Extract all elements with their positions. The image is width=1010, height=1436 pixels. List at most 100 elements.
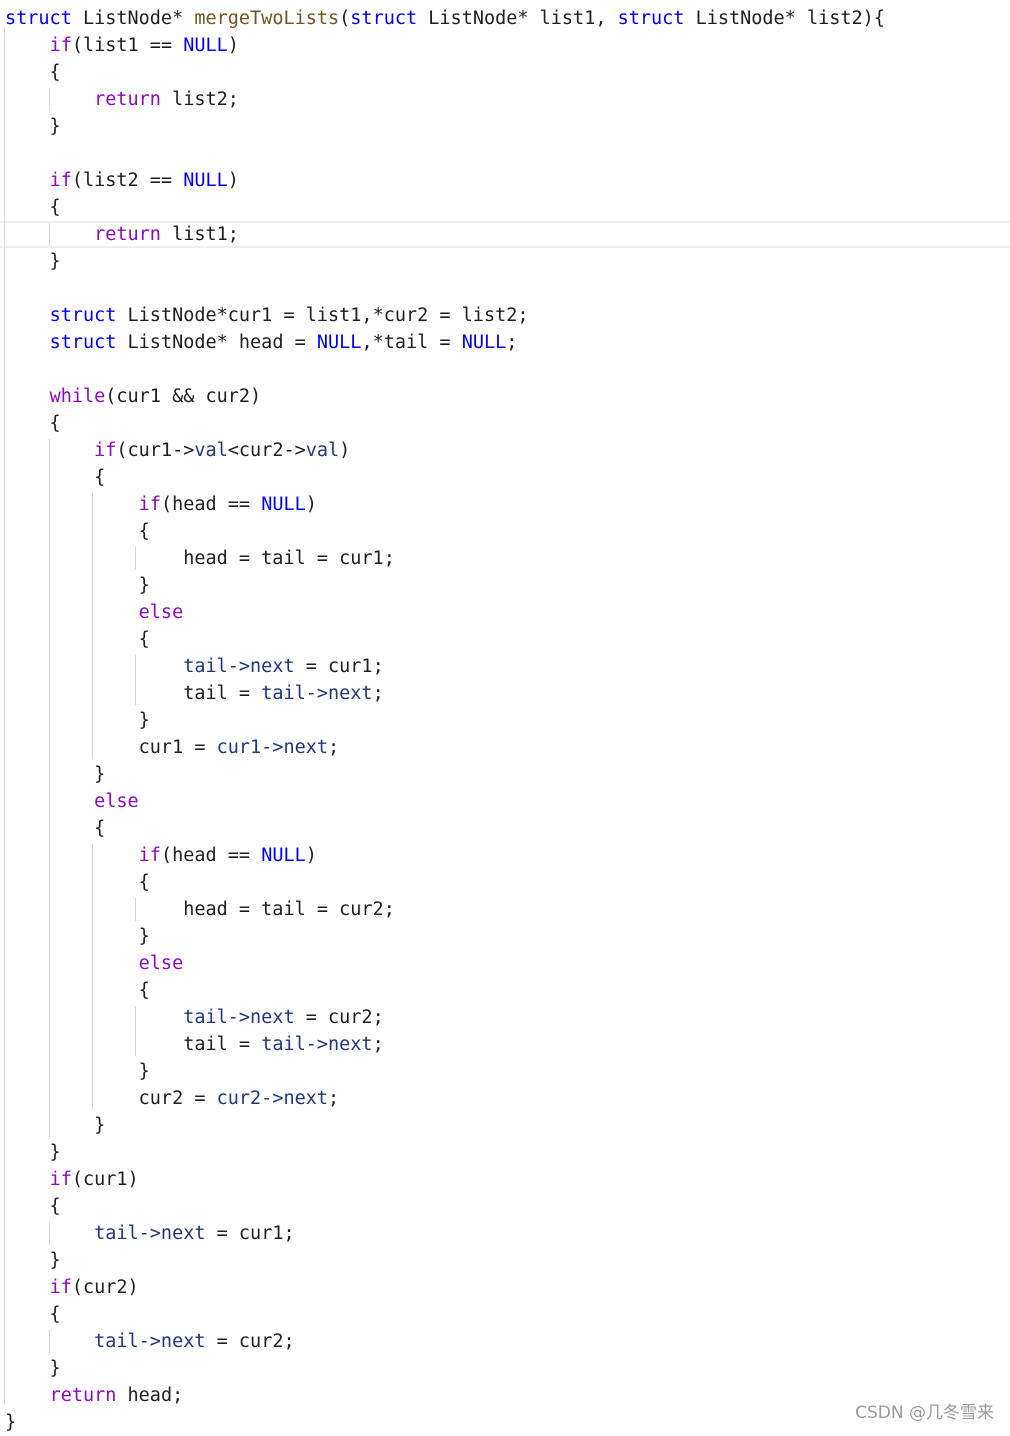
code-line[interactable]: } xyxy=(5,1139,61,1166)
code-token: ; xyxy=(328,737,340,758)
code-token xyxy=(5,845,139,866)
code-line[interactable]: if(list2 == NULL) xyxy=(5,167,239,194)
code-line[interactable]: { xyxy=(5,194,61,221)
code-token: ,*tail = xyxy=(361,332,462,353)
code-token: { xyxy=(5,872,150,893)
code-line[interactable]: else xyxy=(5,599,184,626)
code-line[interactable]: tail = tail->next; xyxy=(5,1031,384,1058)
code-line[interactable]: cur2 = cur2->next; xyxy=(5,1085,340,1112)
code-line[interactable]: { xyxy=(5,815,105,842)
code-token: list1; xyxy=(160,224,239,245)
code-token: tail->next xyxy=(183,1007,295,1028)
code-token: } xyxy=(5,710,150,731)
code-token: { xyxy=(5,467,106,488)
code-token: return xyxy=(94,224,161,245)
code-line[interactable]: return list2; xyxy=(5,86,239,113)
code-line[interactable]: } xyxy=(5,113,61,140)
code-token: NULL xyxy=(183,35,228,56)
code-line[interactable]: { xyxy=(5,59,61,86)
code-token: val xyxy=(194,440,228,461)
code-token: (cur1-> xyxy=(116,440,195,461)
code-token: = cur2; xyxy=(294,1007,384,1028)
code-line[interactable]: tail->next = cur1; xyxy=(5,653,384,680)
indent-guide xyxy=(135,547,137,570)
code-token: struct xyxy=(617,8,685,29)
code-token xyxy=(5,791,94,812)
code-token: { xyxy=(5,1196,61,1217)
code-token: cur1->next xyxy=(216,737,329,758)
code-line[interactable]: { xyxy=(5,1193,61,1220)
code-line[interactable]: } xyxy=(5,923,150,950)
code-token: tail = xyxy=(5,683,262,704)
code-line[interactable]: } xyxy=(5,761,105,788)
code-token: } xyxy=(5,926,150,947)
code-token: if xyxy=(138,494,161,515)
code-line[interactable]: if(head == NULL) xyxy=(5,842,317,869)
code-token: NULL xyxy=(183,170,228,191)
code-token: { xyxy=(5,629,150,650)
indent-guide xyxy=(49,223,51,246)
code-line[interactable]: } xyxy=(5,1247,61,1274)
csdn-watermark: CSDN @几冬雪来 xyxy=(855,1403,994,1423)
code-line[interactable]: } xyxy=(5,572,150,599)
code-line[interactable]: if(cur1) xyxy=(5,1166,139,1193)
code-line[interactable]: if(cur1->val<cur2->val) xyxy=(5,437,350,464)
code-line[interactable]: else xyxy=(5,950,184,977)
indent-guide xyxy=(49,1222,51,1245)
code-token: = cur2; xyxy=(205,1331,295,1352)
code-token: (head == xyxy=(160,845,262,866)
code-token: while xyxy=(49,386,106,407)
code-token: (cur1) xyxy=(71,1169,139,1190)
code-line[interactable]: { xyxy=(5,1301,61,1328)
code-line[interactable]: tail->next = cur1; xyxy=(5,1220,295,1247)
indent-guide xyxy=(135,1006,137,1056)
code-line[interactable]: } xyxy=(5,1355,61,1382)
code-line[interactable]: if(head == NULL) xyxy=(5,491,317,518)
code-line[interactable]: return list1; xyxy=(5,221,239,248)
code-line[interactable]: { xyxy=(5,410,61,437)
code-line[interactable]: tail->next = cur2; xyxy=(5,1004,384,1031)
code-token: ; xyxy=(506,332,518,353)
code-token: (cur1 && cur2) xyxy=(105,386,262,407)
code-line[interactable]: cur1 = cur1->next; xyxy=(5,734,340,761)
code-token: val xyxy=(305,440,340,461)
code-token: ) xyxy=(227,35,239,56)
code-line[interactable]: head = tail = cur1; xyxy=(5,545,395,572)
code-line[interactable]: } xyxy=(5,248,61,275)
code-token: { xyxy=(5,1304,61,1325)
code-token: NULL xyxy=(261,845,306,866)
code-line[interactable]: } xyxy=(5,1058,150,1085)
code-line[interactable]: } xyxy=(5,707,150,734)
code-line[interactable]: { xyxy=(5,626,150,653)
code-token: } xyxy=(5,116,61,137)
code-line[interactable]: struct ListNode* head = NULL,*tail = NUL… xyxy=(5,329,518,356)
code-line[interactable]: head = tail = cur2; xyxy=(5,896,395,923)
code-token: struct xyxy=(49,332,117,353)
code-line[interactable]: { xyxy=(5,518,150,545)
code-token: cur2->next xyxy=(216,1088,329,1109)
code-line[interactable]: if(cur2) xyxy=(5,1274,139,1301)
code-token: return xyxy=(94,89,161,110)
code-line[interactable]: } xyxy=(5,1409,16,1436)
code-line[interactable]: struct ListNode*cur1 = list1,*cur2 = lis… xyxy=(5,302,529,329)
code-token xyxy=(5,1169,50,1190)
code-token: ) xyxy=(227,170,239,191)
code-token: struct xyxy=(49,305,117,326)
code-token: ) xyxy=(339,440,351,461)
code-line[interactable]: struct ListNode* mergeTwoLists(struct Li… xyxy=(5,5,885,32)
code-line[interactable]: return head; xyxy=(5,1382,184,1409)
code-token: } xyxy=(5,575,150,596)
code-line[interactable]: { xyxy=(5,977,150,1004)
code-line[interactable]: else xyxy=(5,788,139,815)
code-line[interactable]: { xyxy=(5,464,105,491)
code-line[interactable]: tail = tail->next; xyxy=(5,680,384,707)
code-token: ; xyxy=(372,683,384,704)
code-line[interactable]: } xyxy=(5,1112,105,1139)
code-line[interactable]: while(cur1 && cur2) xyxy=(5,383,262,410)
code-token: (head == xyxy=(160,494,262,515)
code-line[interactable]: if(list1 == NULL) xyxy=(5,32,239,59)
code-line[interactable]: tail->next = cur2; xyxy=(5,1328,295,1355)
code-token: if xyxy=(49,35,72,56)
code-line[interactable]: { xyxy=(5,869,150,896)
